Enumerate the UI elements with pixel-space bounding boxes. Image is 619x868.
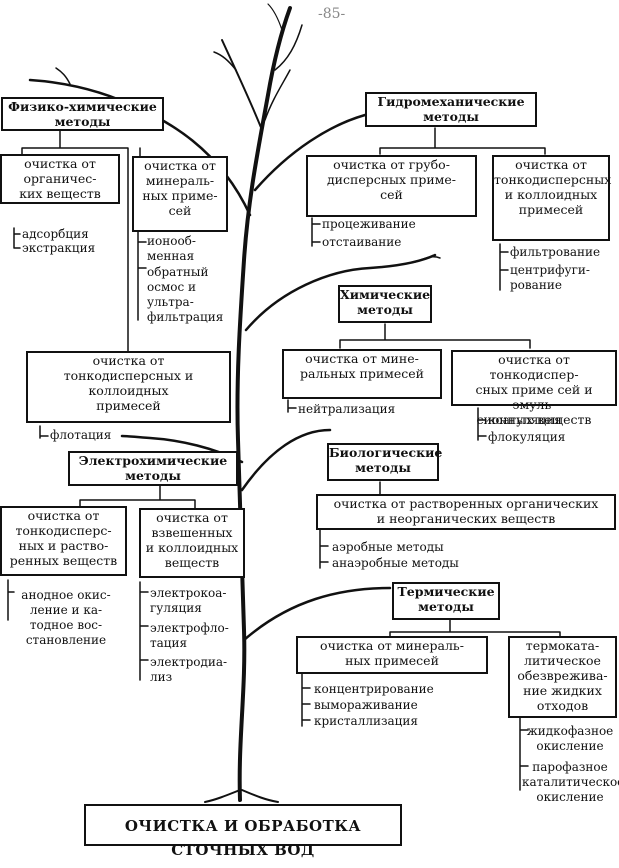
root-box: ОЧИСТКА И ОБРАБОТКА СТОЧНЫХ ВОД [84, 804, 402, 859]
connectors-hydromech [311, 127, 546, 291]
crown-twig-right-2 [264, 69, 291, 121]
hydromech-coarse-box: очистка от грубо- дисперсных приме- сей [306, 155, 477, 217]
thermal-catalytic-item-1: жидкофазное окисление [526, 724, 614, 753]
physchem-mineral-item-1: ионооб- менная [147, 234, 196, 263]
electrochem-dissolved-box: очистка от тонкодисперс- ных и раство- р… [0, 506, 127, 576]
thermal-mineral-item-1: концентрирование [314, 682, 434, 696]
chemical-emulsion-item-2: флокуляция [488, 430, 566, 444]
twig-physchem [55, 67, 71, 85]
chemical-emulsion-box: очистка от тонкодиспер- сных приме сей и… [451, 350, 617, 427]
crown-twig-left [221, 39, 263, 131]
physchem-colloid-item-1: флотация [50, 428, 112, 442]
crown-twig-right [274, 24, 303, 71]
root-right [241, 789, 279, 803]
connectors-chemical [287, 323, 531, 441]
hydromech-coarse-item-1: процеживание [322, 217, 416, 231]
physchem-mineral-item-2: обратный осмос и ультра- фильтрация [147, 265, 224, 324]
thermal-mineral-item-2: вымораживание [314, 698, 418, 712]
electrochem-suspended-item-1: электрокоа- гуляция [150, 586, 227, 615]
crown-twig-top [267, 3, 283, 31]
hydromech-methods-box: Гидромеханические методы [365, 92, 537, 127]
biological-dissolved-item-2: анаэробные методы [332, 556, 459, 570]
root-left [204, 789, 241, 803]
branch-biological [240, 428, 332, 492]
connectors-physchem [13, 129, 147, 439]
branch-thermal [242, 586, 392, 642]
thermal-catalytic-box: термоката- литическое обезврежива- ние ж… [508, 636, 617, 718]
thermal-mineral-item-3: кристаллизация [314, 714, 418, 728]
physchem-organic-item-1: адсорбция [22, 227, 89, 241]
physchem-organic-item-2: экстракция [22, 241, 96, 255]
physchem-mineral-box: очистка от минераль- ных приме- сей [132, 156, 228, 232]
trunk [235, 6, 292, 802]
electrochem-suspended-box: очистка от взвешенных и коллоидных вещес… [139, 508, 245, 578]
hydromech-fine-item-2: центрифуги- рование [510, 263, 590, 292]
thermal-methods-box: Термические методы [392, 582, 500, 620]
electrochem-suspended-item-3: электродиа- лиз [150, 655, 228, 684]
chemical-methods-box: Химические методы [338, 285, 432, 323]
physchem-methods-box: Физико-химические методы [1, 97, 164, 131]
corner-mark: -85- [318, 6, 346, 22]
biological-methods-box: Биологические методы [327, 443, 442, 481]
hydromech-coarse-item-2: отстаивание [322, 235, 402, 249]
connectors-biological [319, 481, 381, 569]
connectors-electrochem [7, 485, 196, 681]
branch-hydromech [253, 113, 367, 192]
twig-chemical [414, 256, 441, 263]
electrochem-suspended-item-2: электрофло- тация [150, 621, 229, 650]
biological-dissolved-box: очистка от растворенных органических и н… [316, 494, 616, 530]
hydromech-fine-box: очистка от тонкодисперсных и коллоидных … [492, 155, 611, 241]
thermal-mineral-box: очистка от минераль- ных примесей [296, 636, 488, 674]
thermal-catalytic-item-2: парофазное каталитическое окисление [522, 760, 619, 804]
hydromech-fine-item-1: фильтрование [510, 245, 601, 259]
connectors-thermal [301, 619, 561, 791]
chemical-emulsion-item-1: коагуляция [488, 413, 562, 427]
chemical-mineral-item-1: нейтрализация [298, 402, 396, 416]
chemical-mineral-box: очистка от мине- ральных примесей [282, 349, 442, 399]
electrochem-dissolved-item-1: анодное окис- ление и ка- тодное вос- ст… [21, 588, 111, 647]
physchem-colloid-box: очистка от тонкодисперсных и коллоидных … [26, 351, 231, 423]
crown-twig-left-2 [213, 51, 237, 71]
biological-dissolved-item-1: аэробные методы [332, 540, 444, 554]
physchem-organic-box: очистка от органичес- ких веществ [0, 154, 120, 204]
electrochem-methods-box: Электрохимические методы [68, 451, 238, 486]
